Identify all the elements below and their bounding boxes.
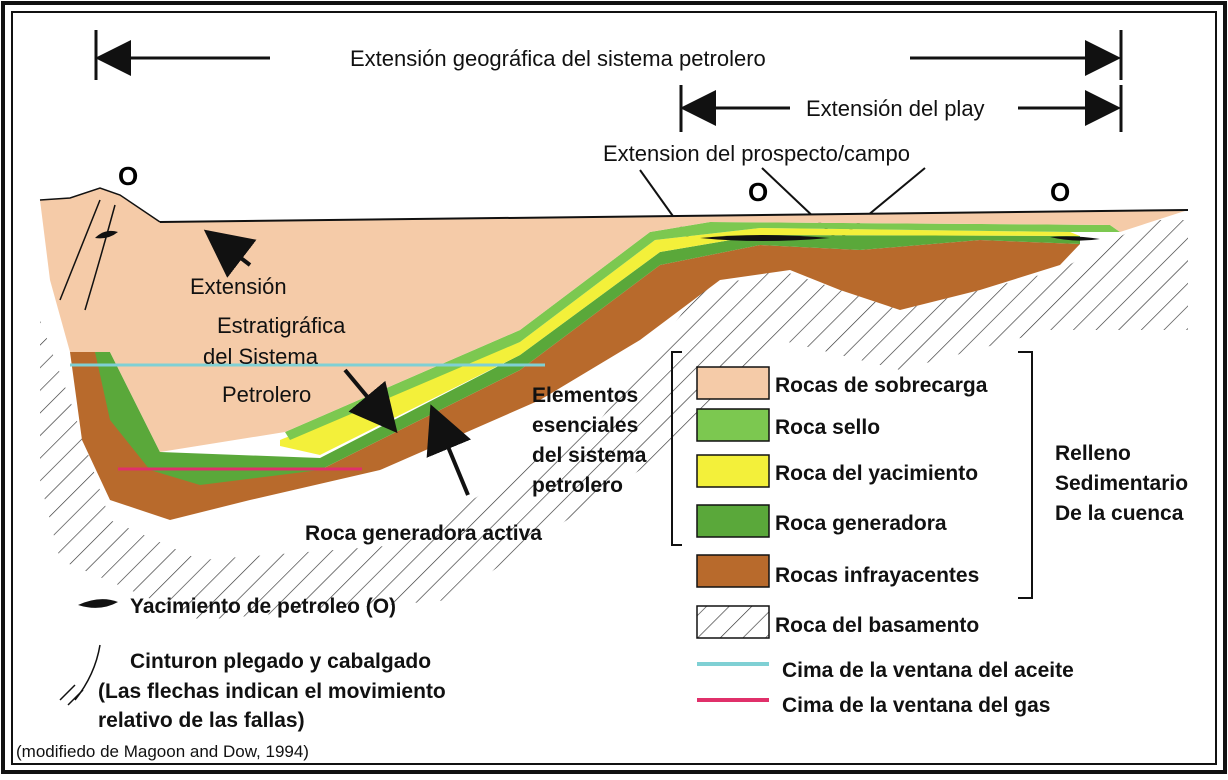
legend-thrust-1: Cinturon plegado y cabalgado [130,650,431,673]
elements-label-2: esenciales [532,414,638,437]
oil-field-icon [78,599,118,608]
elements-label-1: Elementos [532,384,638,407]
basement-rock [40,220,1188,620]
legend-overburden: Rocas de sobrecarga [775,374,988,397]
elements-label-4: petrolero [532,474,623,497]
basin-fill-label-1: Relleno [1055,442,1131,465]
thrust-icon [59,644,101,706]
thrust-faults [59,199,118,311]
surface-line [159,209,1189,223]
legend-thrust-3: relativo de las fallas) [98,709,305,732]
strat-label-3: del Sistema [203,344,319,369]
credit-text: (modifiedo de Magoon and Dow, 1994) [16,742,309,761]
geo-extent-label: Extensión geográfica del sistema petrole… [350,46,766,71]
oil-marker-2: O [748,177,768,207]
prospect-extent-label: Extension del prospecto/campo [603,141,910,166]
overburden-layer [40,188,1188,452]
surface-topography [39,187,161,223]
play-extent-label: Extensión del play [806,96,985,121]
basin-fill-label-2: Sedimentario [1055,472,1188,495]
oil-marker-1: O [118,161,138,191]
legend-oil-field: Yacimiento de petroleo (O) [130,595,396,618]
legend-reservoir: Roca del yacimiento [775,462,978,485]
legend-swatch-overburden [696,366,770,400]
source-rock-layer [95,235,1080,485]
play-extent-arrow [679,85,1123,132]
legend-basement: Roca del basamento [775,614,979,637]
basin-fill-label-3: De la cuenca [1055,502,1184,525]
legend-gas-window: Cima de la ventana del gas [782,694,1050,717]
underburden-layer [70,240,1080,520]
legend-oil-window: Cima de la ventana del aceite [782,659,1074,682]
geo-extent-arrow [94,30,1123,80]
strat-to-layer-arrow [343,368,398,434]
legend-swatch-seal [696,408,770,442]
legend-source: Roca generadora [775,512,947,535]
oil-marker-3: O [1050,177,1070,207]
strat-label-1: Extensión [190,274,287,299]
oil-accumulation-1 [700,235,830,241]
legend-swatch-basement [696,605,770,639]
legend-thrust-2: (Las flechas indican el movimiento [98,680,446,703]
basin-fill-bracket [1018,351,1033,599]
active-source-arrow [426,404,471,496]
legend: Rocas de sobrecarga Roca sello Roca del … [696,366,1074,717]
strat-extent-arrow [203,229,257,278]
legend-swatch-underburden [696,554,770,588]
legend-underburden: Rocas infrayacentes [775,564,979,587]
elements-bracket [671,351,682,546]
legend-swatch-source [696,504,770,538]
legend-swatch-reservoir [696,454,770,488]
oil-accumulation-2 [1050,236,1100,241]
active-source-label: Roca generadora activa [305,522,542,545]
inner-frame [11,11,1217,765]
elements-label-3: del sistema [532,444,647,467]
strat-label-4: Petrolero [222,382,311,407]
legend-seal: Roca sello [775,416,880,439]
strat-label-2: Estratigráfica [217,313,346,338]
